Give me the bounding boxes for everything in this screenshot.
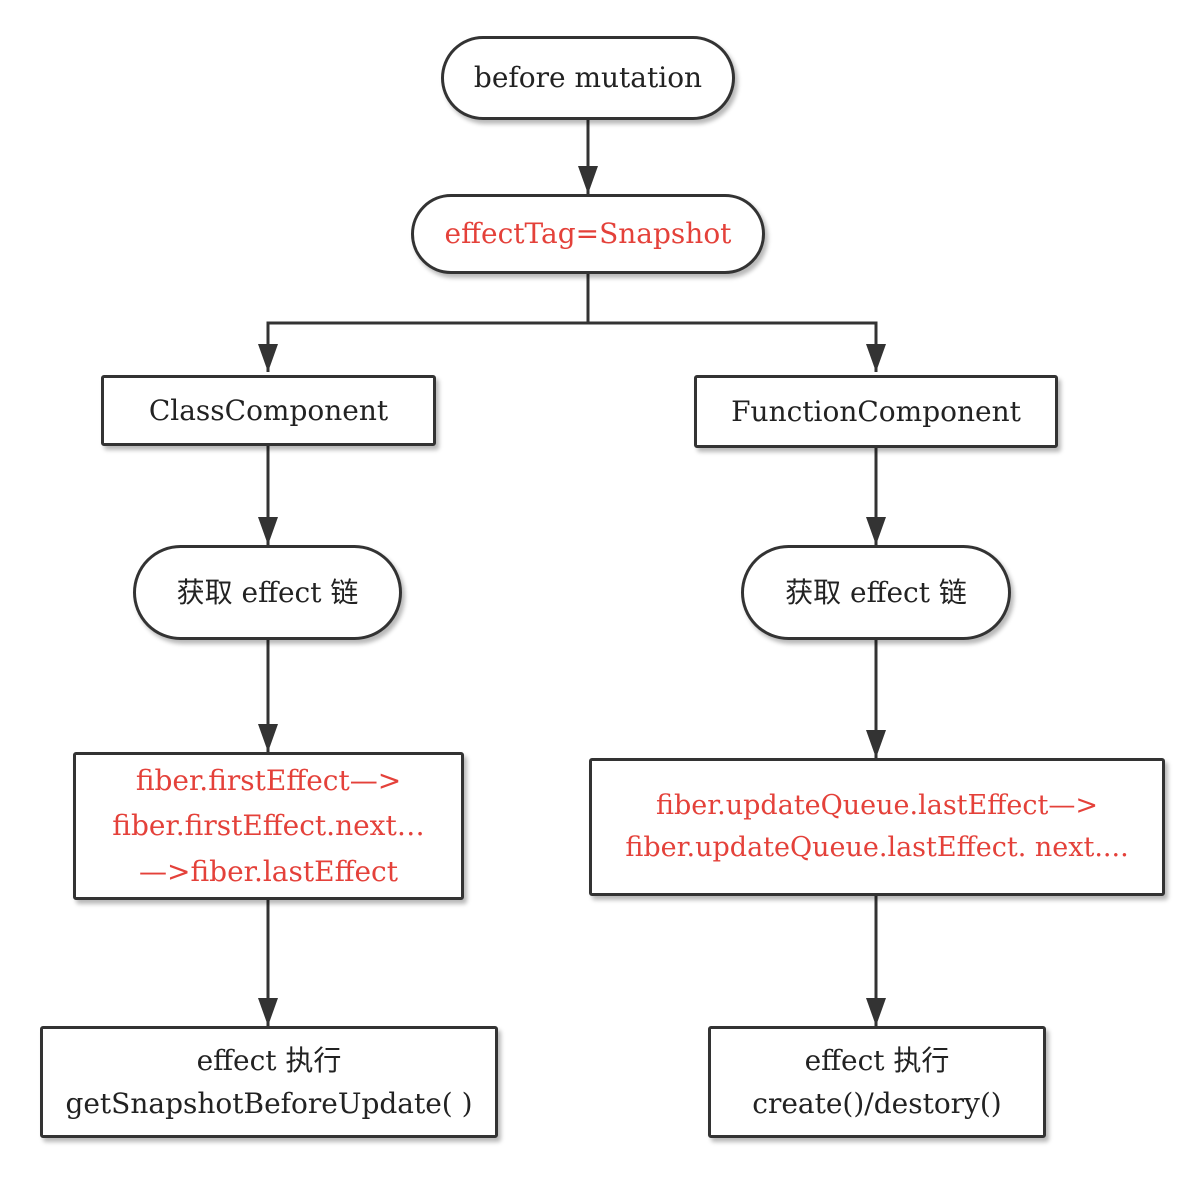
node-text: ClassComponent xyxy=(148,393,389,427)
node-text-line: fiber.updateQueue.lastEffect. next.... xyxy=(625,832,1129,863)
node-text: before mutation xyxy=(473,61,703,95)
node-text-line: —>fiber.lastEffect xyxy=(139,854,398,888)
node-func-get-effect-chain: 获取 effect 链 xyxy=(741,545,1011,640)
arrowhead xyxy=(866,517,886,545)
arrowhead xyxy=(866,344,886,372)
node-text: effectTag=Snapshot xyxy=(444,217,732,251)
node-text-line: fiber.updateQueue.lastEffect—> xyxy=(655,790,1099,822)
arrowhead xyxy=(866,730,886,758)
node-before-mutation: before mutation xyxy=(441,36,735,120)
node-text: FunctionComponent xyxy=(731,394,1021,428)
node-text: 获取 effect 链 xyxy=(176,575,359,609)
arrowhead xyxy=(866,998,886,1026)
node-text-line: create()/destory() xyxy=(752,1087,1002,1120)
node-text-line: effect 执行 xyxy=(196,1043,342,1077)
node-func-effect-list: fiber.updateQueue.lastEffect—> fiber.upd… xyxy=(589,758,1165,896)
node-class-component: ClassComponent xyxy=(101,375,436,446)
arrow-tag-to-function xyxy=(588,321,878,372)
node-function-component: FunctionComponent xyxy=(694,375,1058,448)
node-text-line: effect 执行 xyxy=(804,1043,950,1077)
arrowhead xyxy=(258,344,278,372)
node-text-line: fiber.firstEffect—> xyxy=(135,763,402,797)
node-class-effect-list: fiber.firstEffect—> fiber.firstEffect.ne… xyxy=(73,752,464,900)
node-func-effect-exec: effect 执行 create()/destory() xyxy=(708,1026,1046,1138)
arrowhead xyxy=(258,724,278,752)
arrowhead xyxy=(258,998,278,1026)
node-class-effect-exec: effect 执行 getSnapshotBeforeUpdate( ) xyxy=(40,1026,498,1138)
arrowhead xyxy=(578,166,598,194)
arrow-tag-to-class xyxy=(266,274,590,372)
arrowhead xyxy=(258,517,278,545)
node-effect-tag: effectTag=Snapshot xyxy=(411,194,765,274)
node-text: 获取 effect 链 xyxy=(785,575,967,609)
node-text-line: getSnapshotBeforeUpdate( ) xyxy=(65,1087,473,1120)
node-text-line: fiber.firstEffect.next… xyxy=(112,809,425,843)
node-class-get-effect-chain: 获取 effect 链 xyxy=(133,545,402,640)
